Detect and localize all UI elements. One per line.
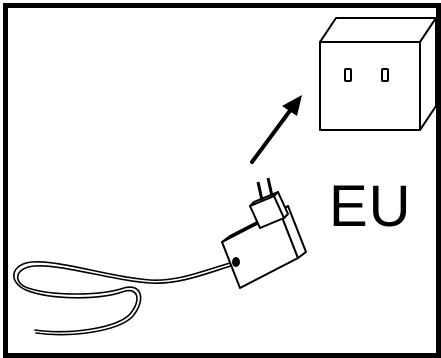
- eu-plug-power-adapter-icon: [222, 178, 306, 288]
- plug-in-arrow-icon: [252, 95, 302, 162]
- power-cable-icon: [14, 262, 234, 335]
- eu-wall-socket-icon: [320, 18, 436, 130]
- region-label: EU: [329, 178, 412, 236]
